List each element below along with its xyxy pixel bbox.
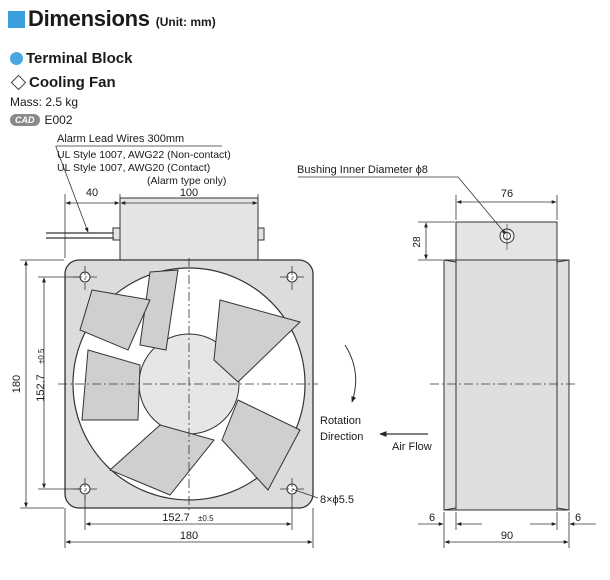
terminal-block-shape	[119, 197, 259, 261]
tolerance-width: ±0.5	[198, 514, 214, 523]
dim-180-width: 180	[180, 530, 198, 542]
unit-note: (Unit: mm)	[155, 15, 216, 29]
terminal-block-item: Terminal Block	[10, 50, 132, 67]
cad-badge-icon: CAD	[10, 114, 40, 126]
rotation-arrow	[344, 344, 357, 403]
dim-40: 40	[86, 187, 98, 199]
dim-152-width: 152.7	[162, 512, 190, 524]
filled-circle-icon	[10, 52, 23, 65]
dim-100: 100	[180, 187, 198, 199]
dim-76: 76	[501, 188, 513, 200]
dim-bottom	[64, 495, 314, 548]
front-view	[46, 197, 314, 509]
wires-spec-2: UL Style 1007, AWG20 (Contact)	[57, 162, 210, 174]
dim-6-left: 6	[429, 512, 435, 524]
dim-28: 28	[412, 236, 423, 248]
dim-90: 90	[501, 530, 513, 542]
holes-callout: 8×ϕ5.5	[320, 494, 354, 506]
mass-text: Mass: 2.5 kg	[10, 95, 79, 109]
dim-152-height: 152.7	[35, 374, 47, 402]
rotation-label-1: Rotation	[320, 415, 361, 427]
side-view	[443, 221, 570, 511]
cooling-fan-item: Cooling Fan	[10, 74, 116, 91]
page-title: Dimensions	[28, 6, 150, 31]
cad-reference[interactable]: CAD E002	[10, 113, 73, 127]
wires-spec-3: (Alarm type only)	[147, 175, 226, 187]
dim-left	[20, 259, 80, 509]
cad-code[interactable]: E002	[44, 113, 73, 127]
rotation-label-2: Direction	[320, 431, 363, 443]
dim-6-right: 6	[575, 512, 581, 524]
airflow-label: Air Flow	[392, 441, 432, 453]
dim-180-height: 180	[11, 375, 23, 393]
terminal-block-label: Terminal Block	[26, 50, 133, 67]
header-square-icon	[8, 11, 25, 28]
dim-top	[64, 194, 259, 258]
wires-spec-1: UL Style 1007, AWG22 (Non-contact)	[57, 149, 231, 161]
wires-title: Alarm Lead Wires 300mm	[57, 133, 184, 145]
bushing-label: Bushing Inner Diameter ϕ8	[297, 164, 428, 176]
section-header: Dimensions (Unit: mm)	[8, 6, 216, 32]
cooling-fan-label: Cooling Fan	[29, 74, 116, 91]
tolerance-height: ±0.5	[37, 348, 46, 364]
